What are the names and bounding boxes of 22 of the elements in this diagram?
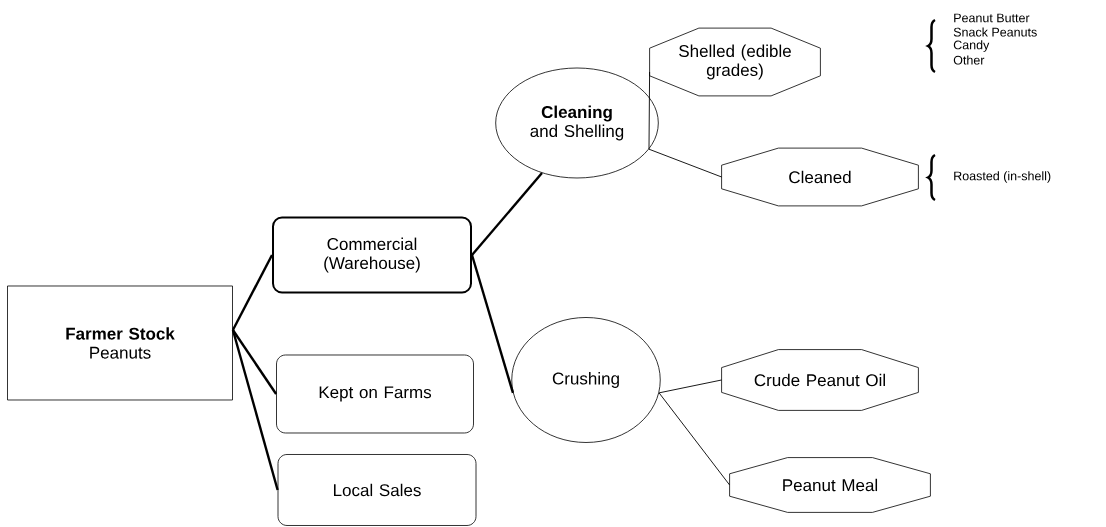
connector-line bbox=[648, 71, 651, 150]
connector-line bbox=[231, 329, 279, 491]
process-box: Kept on Farms bbox=[276, 354, 474, 434]
product-octagon: Cleaned bbox=[721, 147, 919, 207]
product-label: Candy bbox=[953, 40, 990, 52]
product-label: Peanut Butter bbox=[954, 13, 1030, 23]
product-octagon: Shelled (edible grades) bbox=[649, 27, 821, 97]
process-box: Local Sales bbox=[277, 454, 477, 526]
connector-line bbox=[470, 254, 515, 394]
connector-line bbox=[231, 254, 274, 331]
connector-line bbox=[471, 172, 543, 256]
connector-line bbox=[231, 329, 278, 395]
connector-line bbox=[658, 379, 723, 394]
connector-line bbox=[658, 392, 731, 486]
product-label: Other bbox=[953, 55, 985, 65]
product-label: Snack Peanuts bbox=[953, 27, 1037, 37]
product-label: Roasted (in-shell) bbox=[954, 171, 1051, 183]
process-box: Commercial (Warehouse) bbox=[272, 216, 472, 294]
product-octagon: Peanut Meal bbox=[729, 457, 931, 513]
product-octagon: Crude Peanut Oil bbox=[721, 349, 919, 411]
connector-line bbox=[648, 148, 723, 178]
process-box: Farmer Stock Peanuts bbox=[7, 285, 233, 401]
